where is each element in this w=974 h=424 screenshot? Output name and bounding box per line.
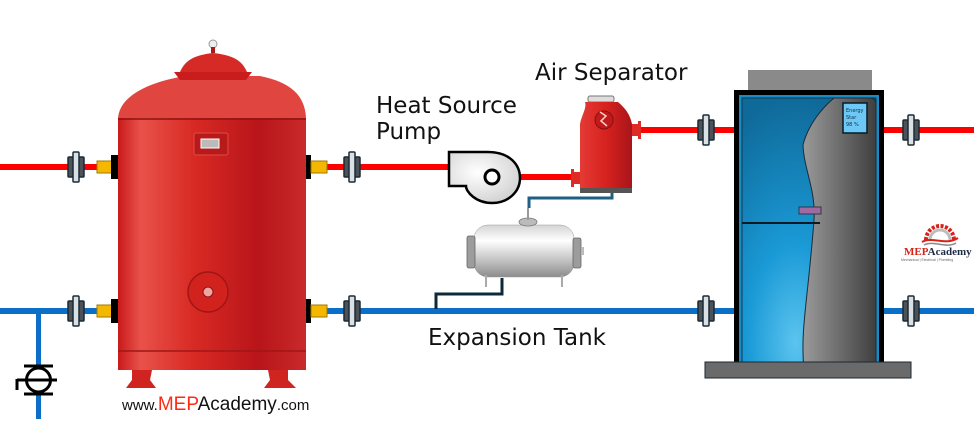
display-line-3: 98 % bbox=[846, 122, 859, 128]
boiler bbox=[704, 70, 912, 379]
expansion-line bbox=[434, 190, 614, 309]
display-line-1: Energy bbox=[846, 108, 864, 114]
pump-symbol-icon bbox=[15, 364, 57, 396]
mep-academy-logo-icon bbox=[921, 224, 959, 246]
footer-suffix: .com bbox=[276, 397, 310, 414]
return-pipe bbox=[0, 308, 974, 419]
expansion-tank bbox=[466, 208, 584, 287]
storage-tank bbox=[118, 39, 306, 388]
supply-pipe-middle bbox=[310, 127, 734, 180]
pump-label-line-1: Heat Source bbox=[376, 93, 517, 119]
air-separator bbox=[571, 95, 641, 193]
footer-academy: Academy bbox=[197, 394, 277, 415]
heat-source-pump-icon bbox=[447, 150, 522, 205]
footer-brand: MEP bbox=[157, 394, 198, 415]
supply-pipe-right bbox=[884, 127, 974, 133]
footer-prefix: www. bbox=[122, 397, 158, 414]
display-line-2: Star bbox=[846, 115, 857, 121]
logo-mep: MEP bbox=[904, 246, 928, 258]
website-footer: www.MEPAcademy.com bbox=[122, 394, 309, 416]
supply-pipe-left bbox=[0, 164, 112, 170]
mep-academy-logo-text: MEPAcademy bbox=[904, 246, 972, 258]
logo-academy: Academy bbox=[927, 246, 972, 258]
union-fitting-icon bbox=[67, 114, 920, 327]
tank-connection-nipples bbox=[96, 155, 328, 323]
pump-label-line-2: Pump bbox=[376, 119, 442, 146]
expansion-tank-label: Expansion Tank bbox=[428, 325, 606, 351]
air-separator-label: Air Separator bbox=[535, 60, 688, 86]
logo-tagline: Mechanical | Electrical | Plumbing bbox=[901, 258, 954, 262]
energy-star-display bbox=[842, 102, 868, 134]
pump-label: Heat Source Pump bbox=[376, 93, 517, 146]
